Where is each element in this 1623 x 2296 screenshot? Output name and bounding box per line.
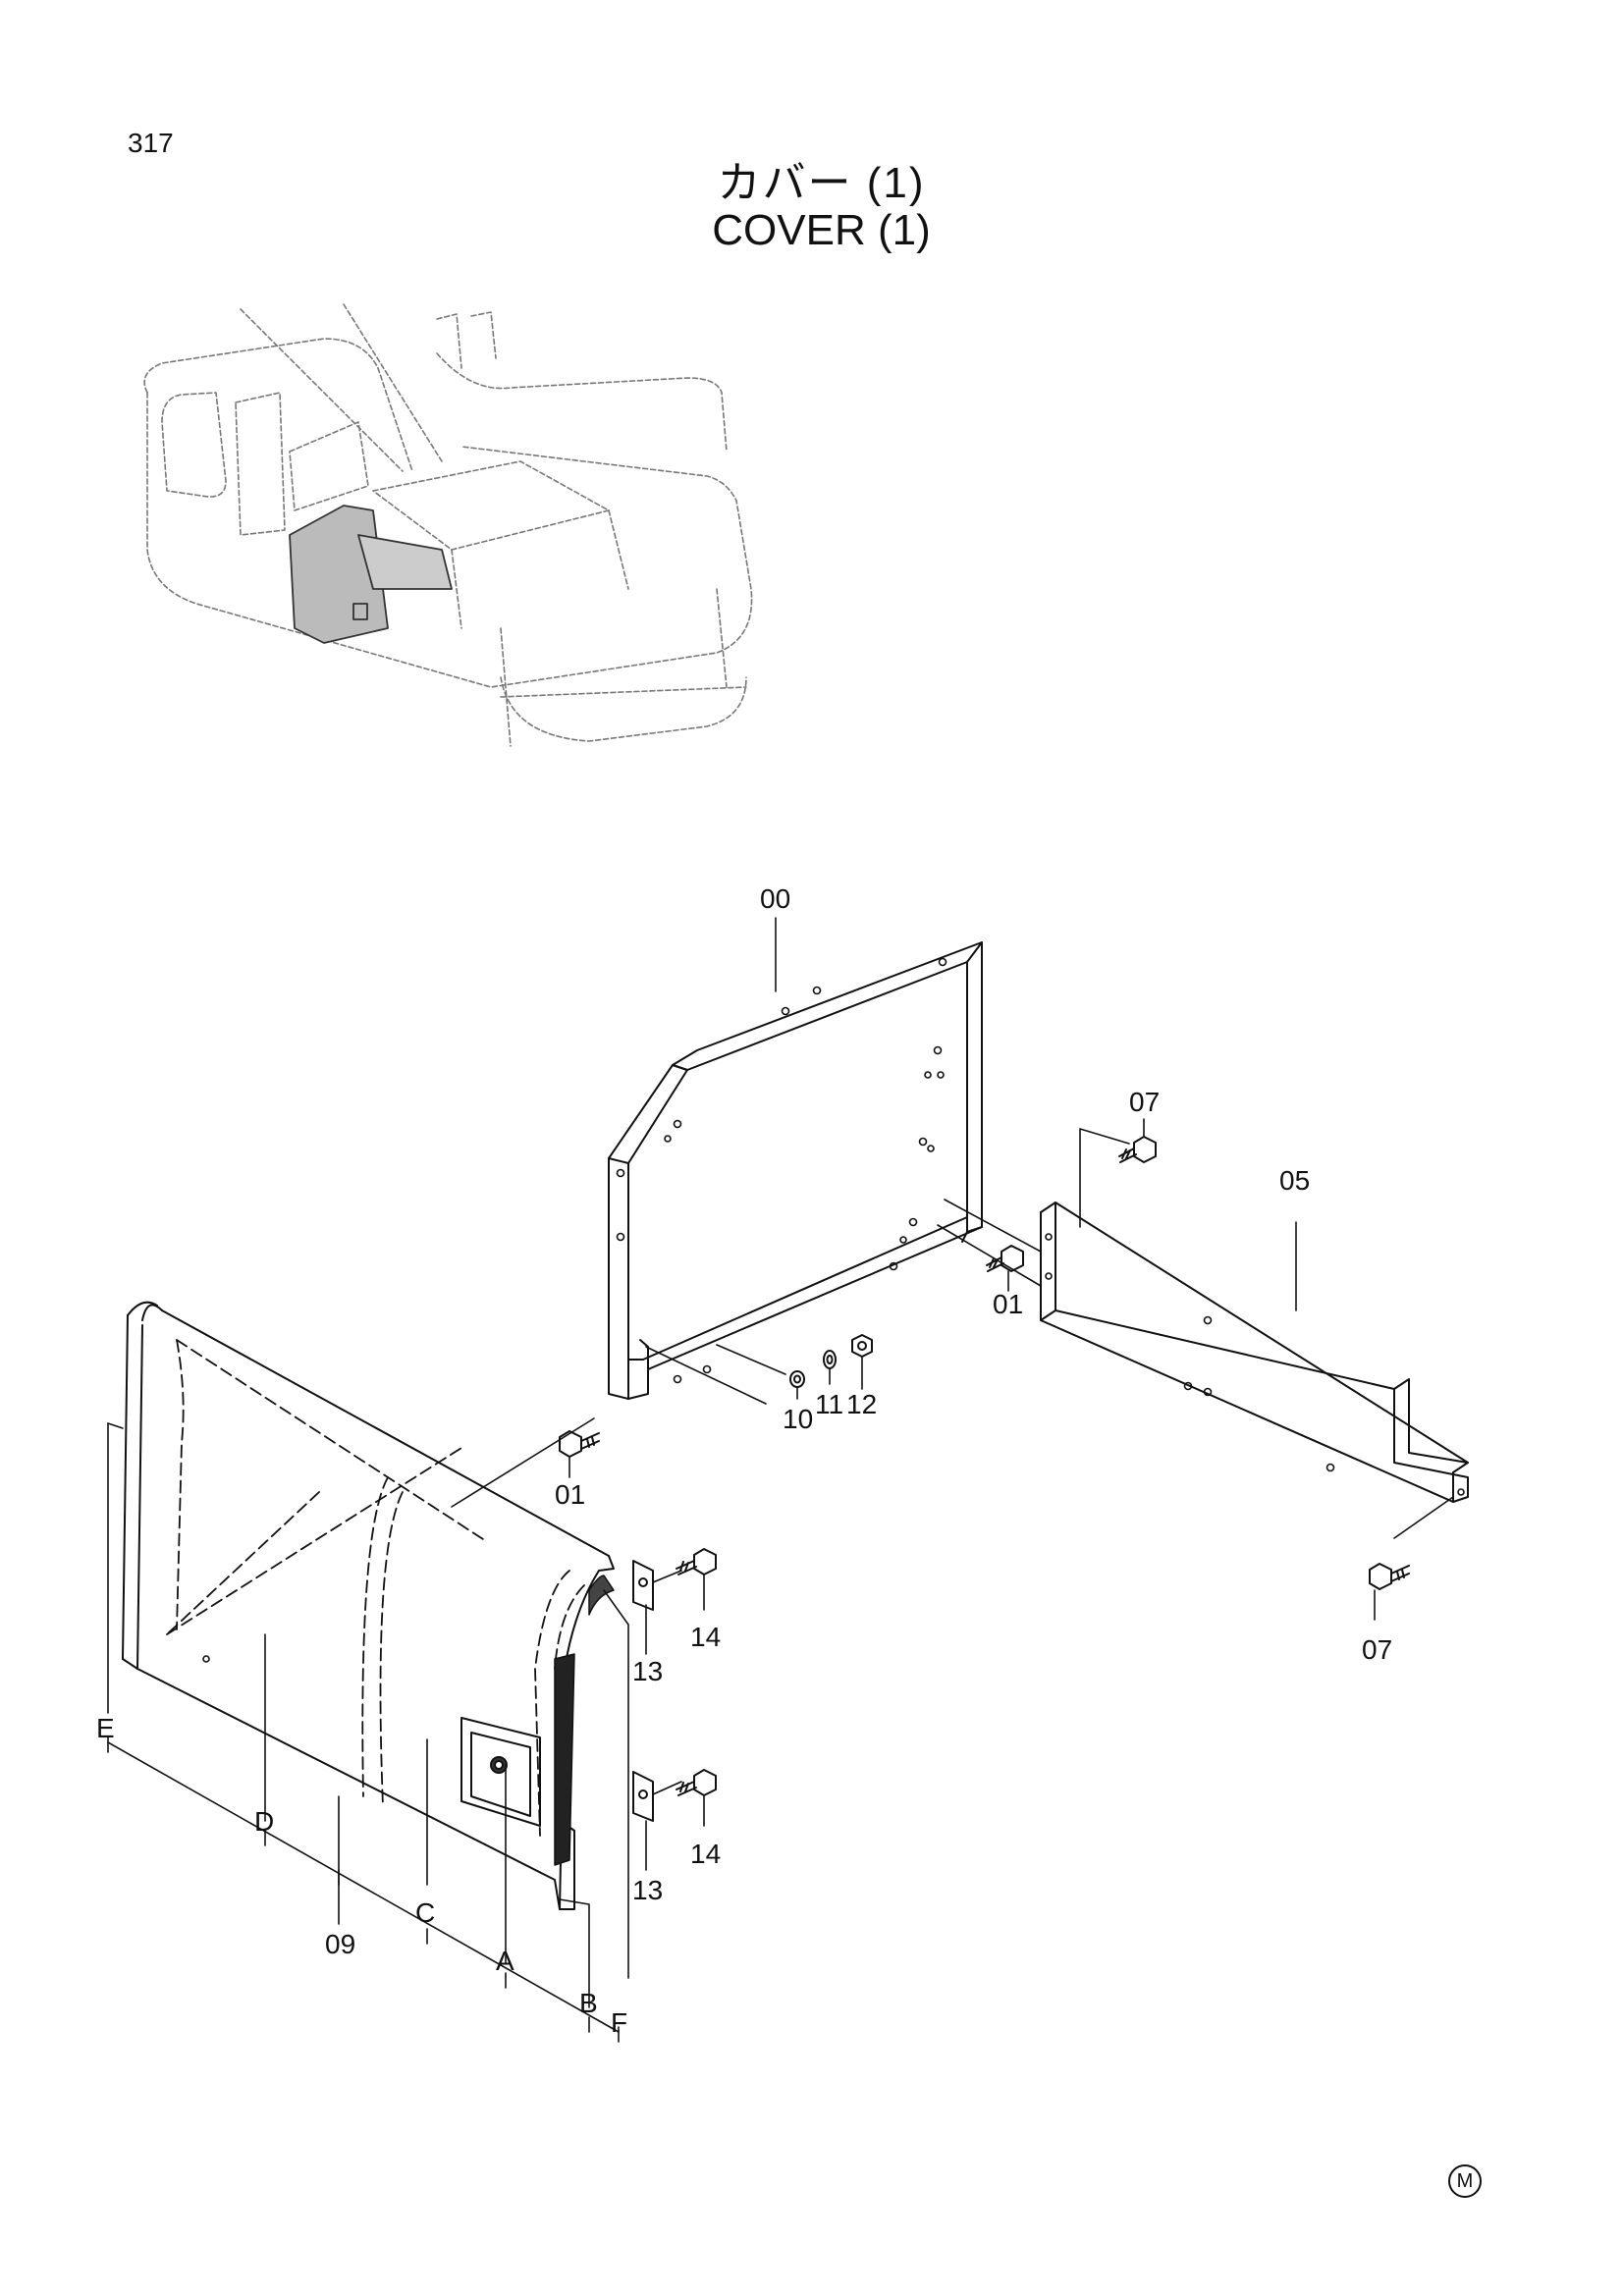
callout-B: B — [579, 1988, 598, 2018]
washer-icon — [823, 1350, 837, 1369]
page-title-japanese: カバー (1) — [717, 159, 926, 207]
frame-part-00 — [608, 941, 983, 1400]
callout-14-top: 14 — [690, 1622, 721, 1652]
manufacturer-mark: M — [1448, 2164, 1482, 2198]
callout-09: 09 — [325, 1929, 355, 1959]
cover-hidden-lines — [166, 1339, 585, 1837]
callout-07-bottom: 07 — [1362, 1634, 1392, 1665]
callout-01-left: 01 — [555, 1479, 585, 1510]
door-handle-recess — [460, 1717, 541, 1827]
callout-13-top: 13 — [632, 1656, 663, 1686]
page-title-english: COVER (1) — [712, 206, 931, 254]
hex-bolt-icon — [676, 1769, 717, 1796]
hex-nut-icon — [851, 1334, 873, 1358]
callout-05: 05 — [1279, 1165, 1310, 1196]
callout-C: C — [415, 1897, 435, 1928]
hex-bolt-icon — [676, 1548, 717, 1575]
cover-location-highlight — [289, 505, 453, 644]
callout-01-right: 01 — [993, 1289, 1023, 1319]
bracket-part-13-top — [632, 1560, 654, 1611]
callout-F: F — [611, 2007, 627, 2038]
frame-holes — [616, 957, 947, 1384]
hex-bolt-icon — [1369, 1563, 1410, 1590]
hex-bolt-icon — [559, 1430, 600, 1458]
cover-holes — [202, 1655, 210, 1663]
cover-gasket-strip — [554, 1575, 615, 1866]
plate-part-05 — [1040, 1201, 1469, 1503]
hex-bolt-icon — [986, 1245, 1024, 1272]
excavator-overview — [143, 303, 753, 747]
leader-lines — [107, 917, 1454, 2008]
hex-bolt-icon — [1118, 1136, 1157, 1163]
page-number: 317 — [128, 128, 174, 158]
bracket-part-13-bottom — [632, 1771, 654, 1822]
callout-00: 00 — [760, 883, 790, 914]
side-cover-part-09 — [122, 1301, 615, 1910]
plate-holes — [1045, 1233, 1465, 1496]
callout-12: 12 — [846, 1389, 877, 1419]
washer-icon — [789, 1370, 805, 1388]
dimension-baseline — [107, 1736, 620, 2043]
callout-11: 11 — [815, 1389, 843, 1419]
callout-07-top: 07 — [1129, 1087, 1160, 1117]
callout-D: D — [254, 1806, 274, 1837]
callout-E: E — [96, 1713, 115, 1743]
callout-A: A — [496, 1946, 514, 1976]
callout-13-bottom: 13 — [632, 1875, 663, 1905]
callout-14-bottom: 14 — [690, 1839, 721, 1869]
callout-10: 10 — [783, 1404, 813, 1434]
